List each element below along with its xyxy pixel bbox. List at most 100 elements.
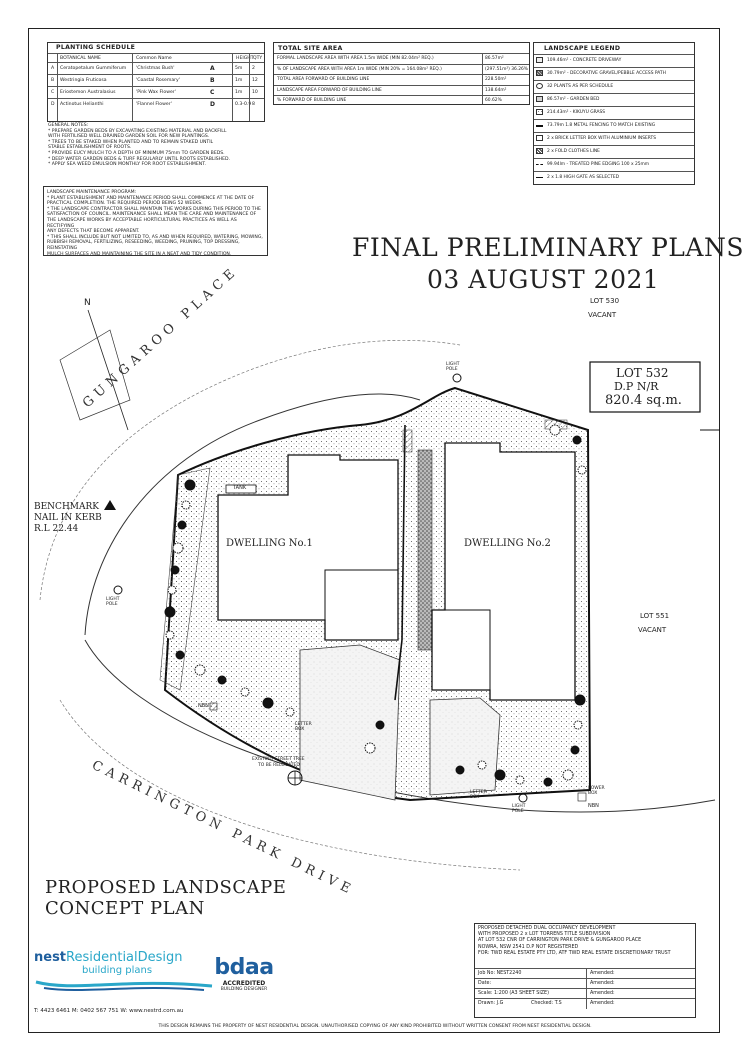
- plant-symbol-key: D: [210, 101, 215, 108]
- site-area-label: % OF LANDSCAPE AREA WITH AREA 1m WIDE (M…: [277, 66, 442, 72]
- maintenance-line: ANY DEFECTS THAT BECOME APPARENT.: [47, 229, 140, 235]
- site-area-value: 86.57m²: [485, 56, 504, 61]
- bdaa-line-2: BUILDING DESIGNER: [220, 987, 268, 992]
- tank-label: TANK: [233, 485, 247, 491]
- maintenance-line: * PLANT ESTABLISHMENT AND MAINTENANCE PE…: [47, 195, 255, 201]
- wave-graphic: [35, 980, 213, 991]
- header-qty: QTY: [253, 56, 263, 61]
- light-pole-label-3: LIGHT POLE: [512, 804, 526, 814]
- banner-line-2: 03 AUGUST 2021: [427, 265, 660, 294]
- heading-line-2: CONCEPT PLAN: [45, 898, 205, 919]
- plant-height: 1m: [235, 90, 243, 95]
- general-note: WITH FERTILISED WELL DRAINED GARDEN SOIL…: [48, 134, 210, 140]
- general-notes: GENERAL NOTES: * PREPARE GARDEN BEDS BY …: [48, 123, 263, 168]
- lot-551-status: VACANT: [638, 626, 667, 634]
- nbn-label-2: NBN: [588, 803, 599, 809]
- row-key: A: [51, 66, 55, 71]
- legend-label: 2 x FOLD CLOTHES LINE: [547, 149, 600, 154]
- general-note: * PROVIDE EUCY MULCH TO A DEPTH OF MINIM…: [48, 150, 225, 156]
- site-area-label: % FORWARD OF BUILDING LINE: [277, 98, 347, 103]
- light-pole-label-1: LIGHT POLE: [446, 362, 460, 372]
- fence-line: [536, 125, 543, 127]
- legend-row: 86.57m² - GARDEN BED: [534, 93, 694, 105]
- nbn-label-1: NBN: [198, 703, 209, 709]
- bdaa-logo: bdaa ACCREDITED BUILDING DESIGNER: [212, 955, 276, 992]
- bdaa-wordmark: bdaa: [214, 955, 274, 980]
- general-notes-title: GENERAL NOTES:: [48, 123, 89, 128]
- plant-symbol: [184, 479, 196, 491]
- gravel-swatch: [536, 70, 543, 76]
- street-tree-label-2: TO BE RELOCATED: [258, 763, 300, 768]
- lot-530-label: LOT 530: [590, 297, 620, 305]
- header-height: HEIGHT: [236, 56, 254, 61]
- site-area-table: TOTAL SITE AREA FORMAL LANDSCAPE AREA WI…: [273, 42, 530, 105]
- planting-schedule-table: PLANTING SCHEDULE BOTANICAL NAME Common …: [47, 42, 265, 122]
- title-block: PROPOSED DETACHED DUAL OCCUPANCY DEVELOP…: [474, 923, 696, 1018]
- benchmark-triangle: [104, 500, 116, 510]
- site-area-row: % FORWARD OF BUILDING LINE 60.62%: [274, 95, 529, 107]
- legend-label: 109.46m² - CONCRETE DRIVEWAY: [547, 58, 622, 63]
- legend-row: 73.79m 1.8 METAL FENCING TO MATCH EXISTI…: [534, 119, 694, 131]
- plant-symbol: [194, 664, 206, 676]
- lot-530-status: VACANT: [588, 311, 617, 319]
- legend-label: 30.79m² - DECORATIVE GRAVEL/PEBBLE ACCES…: [547, 71, 666, 76]
- maintenance-line: MULCH SURFACES AND MAINTAINING THE SITE …: [47, 251, 232, 257]
- company-name-part-1: nest: [34, 950, 67, 965]
- plant-symbol: [167, 585, 177, 595]
- site-area-row: FORMAL LANDSCAPE AREA WITH AREA 1.5m WID…: [274, 53, 529, 65]
- benchmark-line-1: BENCHMARK: [34, 502, 100, 512]
- carrington-road-edge: [84, 639, 716, 813]
- row-key: B: [51, 78, 55, 83]
- dividing-fence: [401, 424, 406, 641]
- plant-symbol: [515, 775, 525, 785]
- site-area-value: 228.50m²: [485, 77, 507, 82]
- lot-532-line-3: 820.4 sq.m.: [605, 393, 682, 408]
- driveway-concrete-2: [429, 697, 501, 796]
- plant-symbol: [577, 465, 587, 475]
- plant-symbol: [570, 745, 580, 755]
- legend-label: 99.94lm - TREATED PINE EDGING 100 x 25mm: [547, 162, 650, 167]
- company-tagline: building plans: [82, 965, 153, 976]
- company-logo: nestResidentialDesign building plans: [34, 950, 214, 994]
- site-area-value: 60.62%: [485, 98, 502, 103]
- plant-symbol: [573, 720, 583, 730]
- project-description-line: AT LOT 532 CNR OF CARRINGTON PARK DRIVE …: [478, 938, 642, 944]
- common-name: 'Pink Wax Flower': [136, 90, 176, 95]
- dwelling-2-outline: [431, 442, 576, 701]
- legend-row: 2 x FOLD CLOTHES LINE: [534, 145, 694, 157]
- gravel-path: [417, 449, 433, 651]
- legend-label: 2 x 1.8 HIGH GATE AS SELECTED: [547, 175, 620, 180]
- plant-symbol: [177, 520, 187, 530]
- plant-qty: 2: [252, 66, 255, 71]
- common-name: 'Christmas Bush': [136, 66, 175, 71]
- north-label: N: [84, 298, 91, 308]
- light-pole-symbols: [113, 373, 528, 803]
- legend-row: 32 PLANTS AS PER SCHEDULE: [534, 80, 694, 92]
- plant-symbol: [172, 542, 184, 554]
- plant-symbol-key: B: [210, 77, 215, 84]
- lot-532-line-2: D.P N/R: [614, 380, 659, 393]
- legend-row: 30.79m² - DECORATIVE GRAVEL/PEBBLE ACCES…: [534, 67, 694, 79]
- amended-3: Amended:: [586, 989, 615, 999]
- maintenance-title: LANDSCAPE MAINTENANCE PROGRAM:: [47, 190, 137, 195]
- power-box-label: POWER BOX: [588, 786, 605, 796]
- legend-row: 99.94lm - TREATED PINE EDGING 100 x 25mm: [534, 158, 694, 170]
- north-arrow: [59, 309, 131, 431]
- site-area-row: % OF LANDSCAPE AREA WITH AREA 1m WIDE (M…: [274, 63, 529, 76]
- plant-symbol: [455, 765, 465, 775]
- dwelling-1-outline: [217, 454, 399, 641]
- title-row-3: Scale: 1:200 (A3 SHEET SIZE) Amended:: [475, 988, 695, 999]
- company-name-part-2: ResidentialDesign: [66, 950, 183, 965]
- title-row-4: Drawn: J.G Checked: T.S Amended:: [475, 998, 695, 1009]
- plant-symbol: [285, 707, 295, 717]
- plant-height: 0.3-0.9m: [235, 102, 251, 107]
- legend-row: 2 x BRICK LETTER BOX WITH ALUMINIUM INSE…: [534, 132, 694, 144]
- botanical-name: Actinotus Helianthi: [60, 102, 104, 107]
- grass-swatch: [536, 109, 543, 115]
